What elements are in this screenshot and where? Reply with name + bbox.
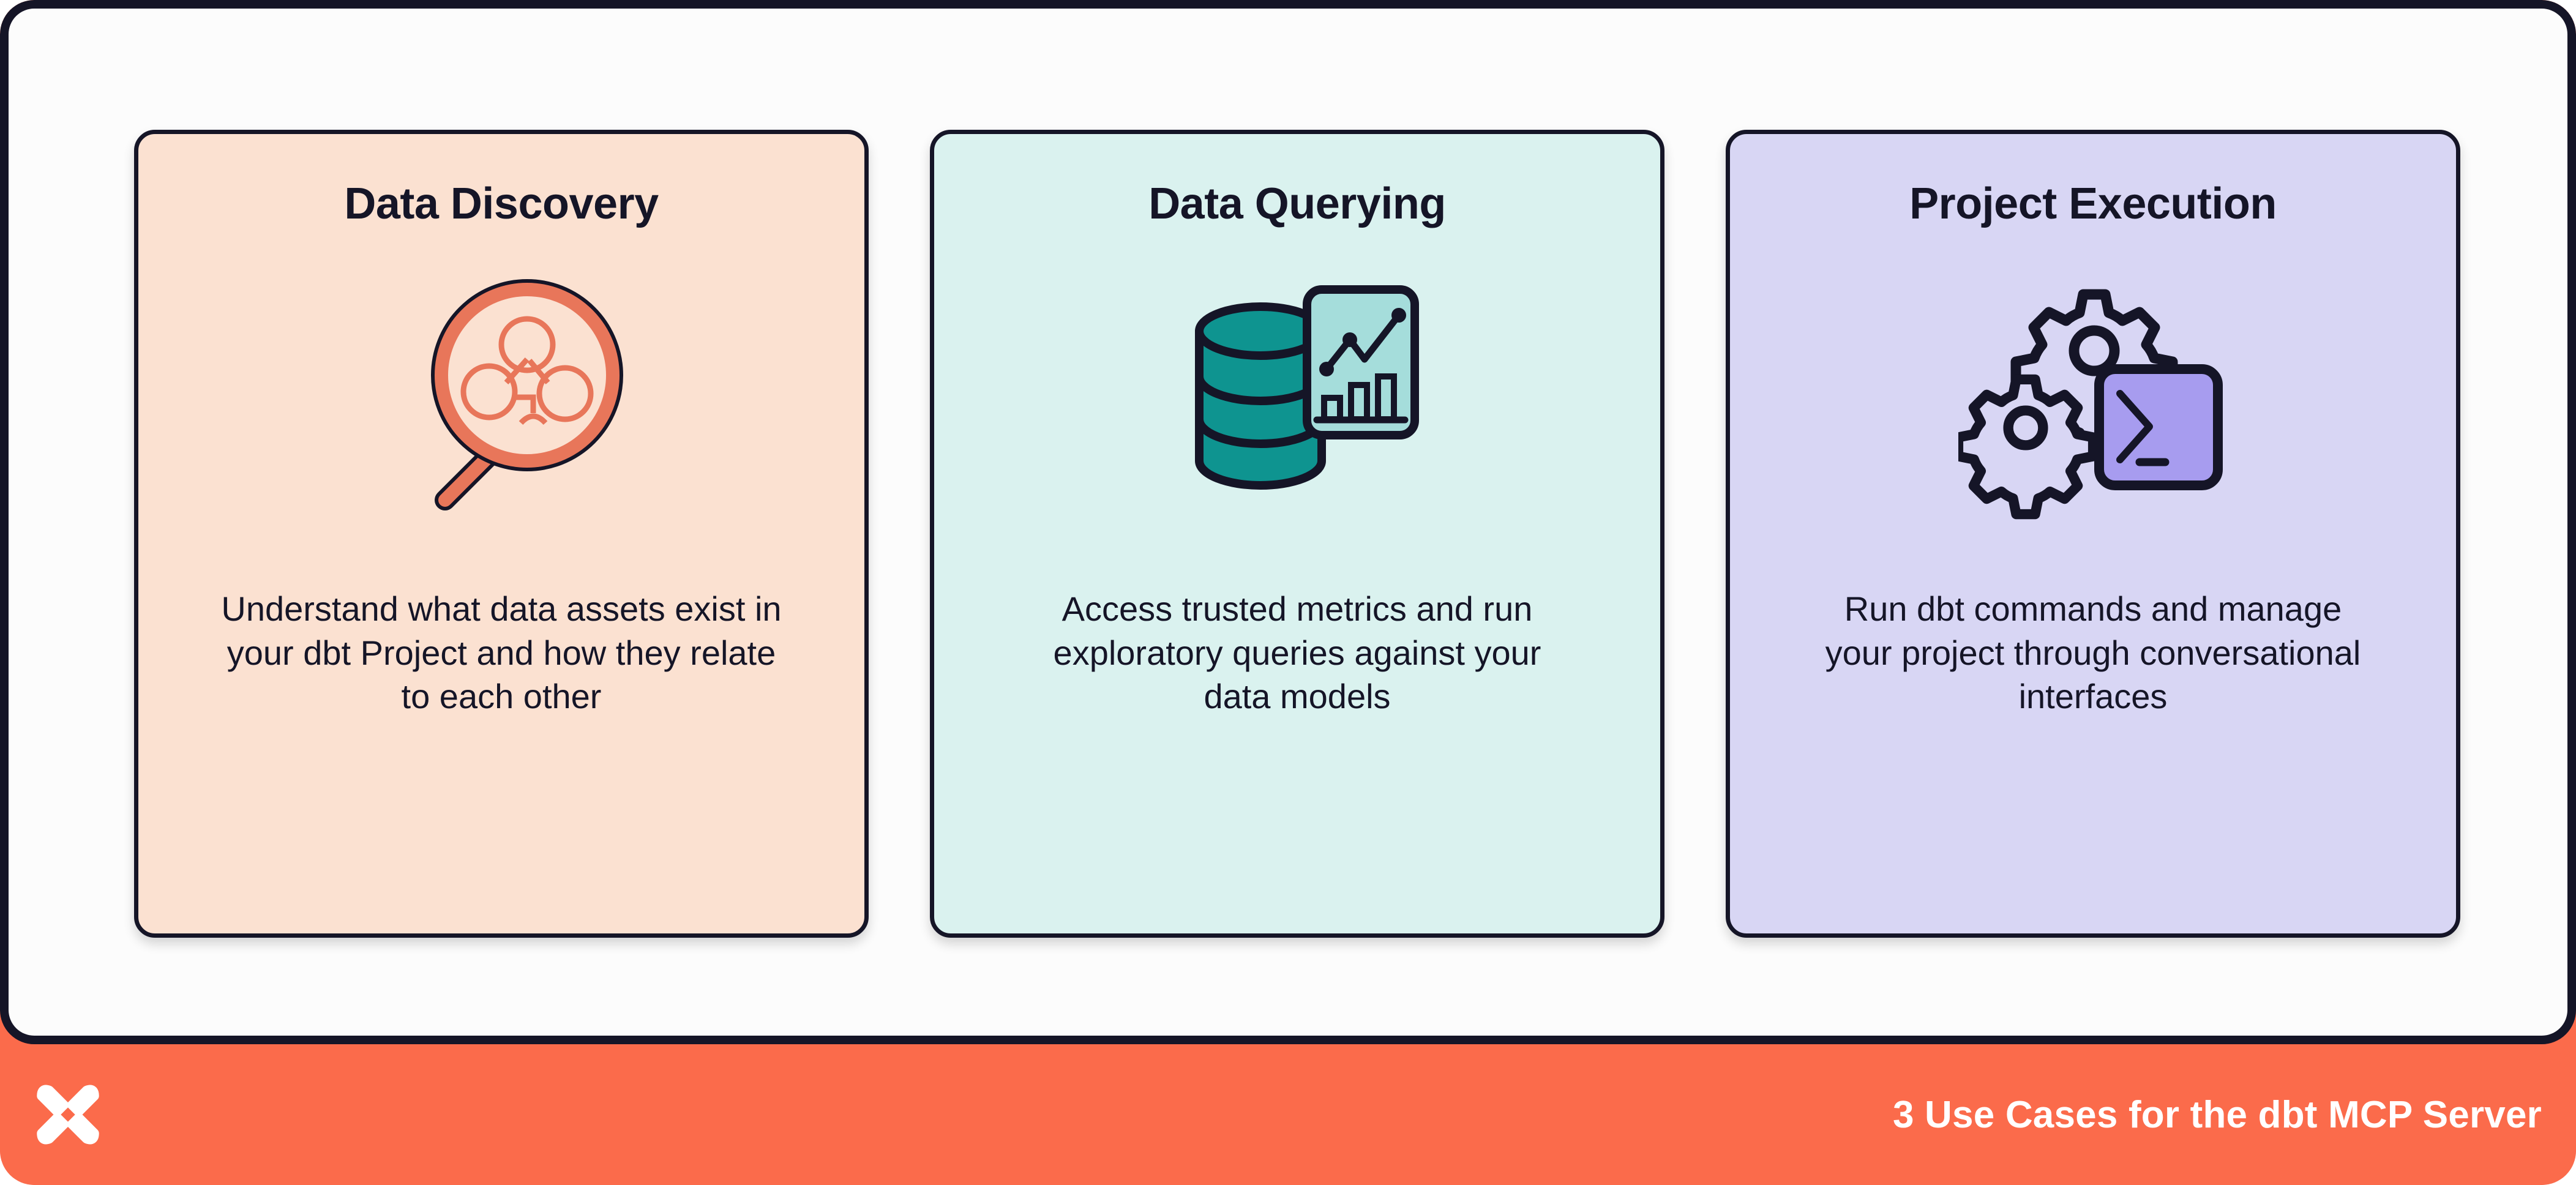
card-description: Access trusted metrics and run explorato… [1053, 589, 1541, 716]
footer-caption: 3 Use Cases for the dbt MCP Server [1892, 1093, 2542, 1136]
use-case-card-row: Data Discovery [134, 130, 2460, 938]
card-data-discovery[interactable]: Data Discovery [134, 130, 869, 938]
card-title: Data Discovery [344, 179, 659, 228]
footer-bar: 3 Use Cases for the dbt MCP Server [0, 1044, 2576, 1185]
card-description: Understand what data assets exist in you… [221, 589, 782, 716]
card-illustration [1163, 248, 1432, 554]
magnifying-glass-lineage-icon [431, 279, 623, 510]
gears-terminal-icon [1958, 289, 2223, 520]
card-data-querying[interactable]: Data Querying [930, 130, 1664, 938]
card-project-execution[interactable]: Project Execution [1726, 130, 2460, 938]
gear-icon [1958, 374, 2099, 520]
dbt-logo [37, 1085, 99, 1145]
card-illustration [367, 248, 636, 554]
card-title: Project Execution [1909, 179, 2277, 228]
card-illustration [1958, 248, 2228, 554]
database-chart-icon [1195, 285, 1419, 490]
card-title: Data Querying [1148, 179, 1446, 228]
content-panel: Data Discovery [0, 0, 2576, 1044]
card-description: Run dbt commands and manage your project… [1825, 589, 2361, 716]
